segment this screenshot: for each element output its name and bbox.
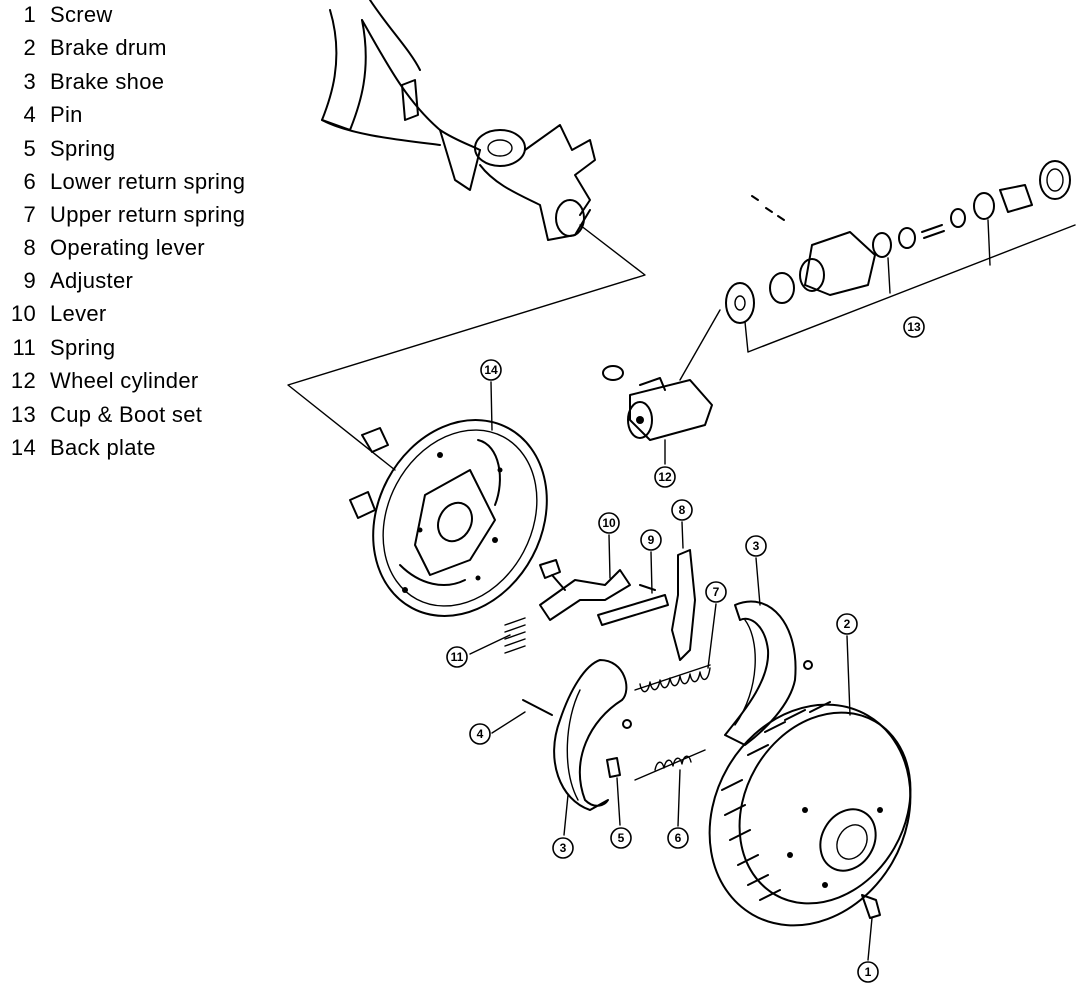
- legend-label: Upper return spring: [50, 202, 246, 227]
- callout-14: 14: [480, 359, 502, 381]
- callout-2: 2: [836, 613, 858, 635]
- svg-text:7: 7: [713, 585, 720, 599]
- legend-label: Lower return spring: [50, 169, 246, 194]
- callout-7: 7: [705, 581, 727, 603]
- legend-item-12: 12 Wheel cylinder: [0, 366, 198, 396]
- legend-item-5: 5 Spring: [0, 134, 115, 164]
- callout-8: 8: [671, 499, 693, 521]
- legend-label: Wheel cylinder: [50, 368, 199, 393]
- lever-part: [539, 569, 631, 621]
- legend-number: 12: [10, 368, 36, 393]
- upper-return-spring-part: [634, 664, 711, 693]
- svg-text:5: 5: [618, 831, 625, 845]
- bolt-part: [539, 559, 566, 591]
- svg-text:1: 1: [865, 965, 872, 979]
- svg-text:3: 3: [753, 539, 760, 553]
- legend-label: Pin: [50, 102, 83, 127]
- callout-10: 10: [598, 512, 620, 534]
- legend-label: Back plate: [50, 435, 156, 460]
- svg-text:4: 4: [477, 727, 484, 741]
- legend-item-11: 11 Spring: [0, 333, 116, 363]
- legend-number: 9: [23, 268, 36, 293]
- legend-number: 7: [23, 202, 36, 227]
- legend-number: 6: [23, 169, 36, 194]
- operating-lever-part: [671, 549, 696, 661]
- callout-1: 1: [857, 961, 879, 983]
- callout-6: 6: [667, 827, 689, 849]
- svg-text:6: 6: [675, 831, 682, 845]
- callout-3-left: 3: [552, 837, 574, 859]
- svg-text:8: 8: [679, 503, 686, 517]
- brake-shoe-right: [724, 600, 797, 746]
- legend-number: 3: [23, 69, 36, 94]
- legend-number: 5: [23, 136, 36, 161]
- legend-label: Cup & Boot set: [50, 402, 203, 427]
- legend-item-3: 3 Brake shoe: [0, 67, 164, 97]
- callout-5: 5: [610, 827, 632, 849]
- svg-text:14: 14: [484, 363, 498, 377]
- svg-text:3: 3: [560, 841, 567, 855]
- legend-item-9: 9 Adjuster: [0, 266, 133, 296]
- legend-number: 4: [23, 102, 36, 127]
- legend-item-1: 1 Screw: [0, 0, 113, 30]
- legend-number: 14: [10, 435, 36, 460]
- svg-text:11: 11: [451, 650, 464, 664]
- wheel-cylinder: [602, 309, 721, 441]
- legend-label: Operating lever: [50, 235, 205, 260]
- svg-text:13: 13: [907, 320, 921, 334]
- legend-item-8: 8 Operating lever: [0, 233, 205, 263]
- adjuster-part: [597, 584, 669, 626]
- axle-housing: [321, 0, 596, 241]
- legend-item-4: 4 Pin: [0, 100, 83, 130]
- back-plate: [349, 419, 548, 617]
- callout-4: 4: [469, 723, 491, 745]
- legend-label: Brake shoe: [50, 69, 165, 94]
- washer-part: [803, 660, 813, 670]
- callout-13: 13: [903, 316, 925, 338]
- callout-3-right: 3: [745, 535, 767, 557]
- spring-11-part: [504, 617, 526, 654]
- legend-item-14: 14 Back plate: [0, 433, 156, 463]
- legend-number: 13: [10, 402, 36, 427]
- legend-label: Lever: [50, 301, 107, 326]
- legend-number: 8: [23, 235, 36, 260]
- legend-number: 10: [10, 301, 36, 326]
- callout-12: 12: [654, 466, 676, 488]
- svg-text:9: 9: [648, 533, 655, 547]
- callout-11: 11: [446, 646, 468, 668]
- svg-text:10: 10: [602, 516, 616, 530]
- legend-number: 1: [23, 2, 36, 27]
- brake-shoe-left: [553, 659, 628, 811]
- pin-part: [522, 699, 553, 716]
- legend-item-6: 6 Lower return spring: [0, 167, 245, 197]
- legend-label: Adjuster: [50, 268, 134, 293]
- cup-boot-set: [725, 160, 1076, 353]
- brake-drum: [708, 701, 912, 927]
- axle-guide-line: [287, 224, 646, 471]
- legend-label: Brake drum: [50, 35, 167, 60]
- legend-label: Screw: [50, 2, 113, 27]
- legend-item-13: 13 Cup & Boot set: [0, 400, 202, 430]
- legend-label: Spring: [50, 335, 116, 360]
- washer-part: [622, 719, 632, 729]
- callout-9: 9: [640, 529, 662, 551]
- legend-item-7: 7 Upper return spring: [0, 200, 245, 230]
- svg-text:2: 2: [844, 617, 851, 631]
- legend-number: 2: [23, 35, 36, 60]
- legend-item-10: 10 Lever: [0, 299, 107, 329]
- lower-return-spring-part: [634, 749, 706, 781]
- svg-text:12: 12: [658, 470, 672, 484]
- legend-number: 11: [12, 335, 36, 360]
- legend-label: Spring: [50, 136, 116, 161]
- leader-lines: [469, 381, 873, 961]
- legend-item-2: 2 Brake drum: [0, 33, 167, 63]
